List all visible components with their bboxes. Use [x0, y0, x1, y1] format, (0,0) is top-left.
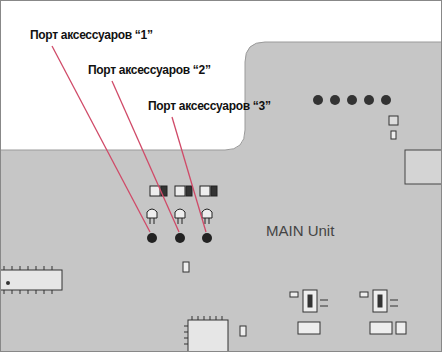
switch-component [290, 290, 328, 334]
callout-label: Порт аксессуаров “1” [30, 28, 153, 42]
circuit-board [0, 42, 442, 352]
connector-block [405, 150, 442, 184]
small-component [240, 326, 246, 336]
ic-chip [0, 266, 62, 294]
accessory-port-connectors [147, 186, 217, 224]
port-pads [147, 233, 212, 243]
small-component [391, 131, 396, 139]
switch-component [360, 290, 406, 334]
ic-chip [184, 316, 228, 352]
board-label: MAIN Unit [266, 222, 334, 239]
callout-label: Порт аксессуаров “3” [148, 99, 271, 113]
header-pins [313, 95, 391, 105]
callout-label: Порт аксессуаров “2” [88, 63, 211, 77]
small-component [389, 116, 398, 125]
small-component [183, 262, 189, 272]
